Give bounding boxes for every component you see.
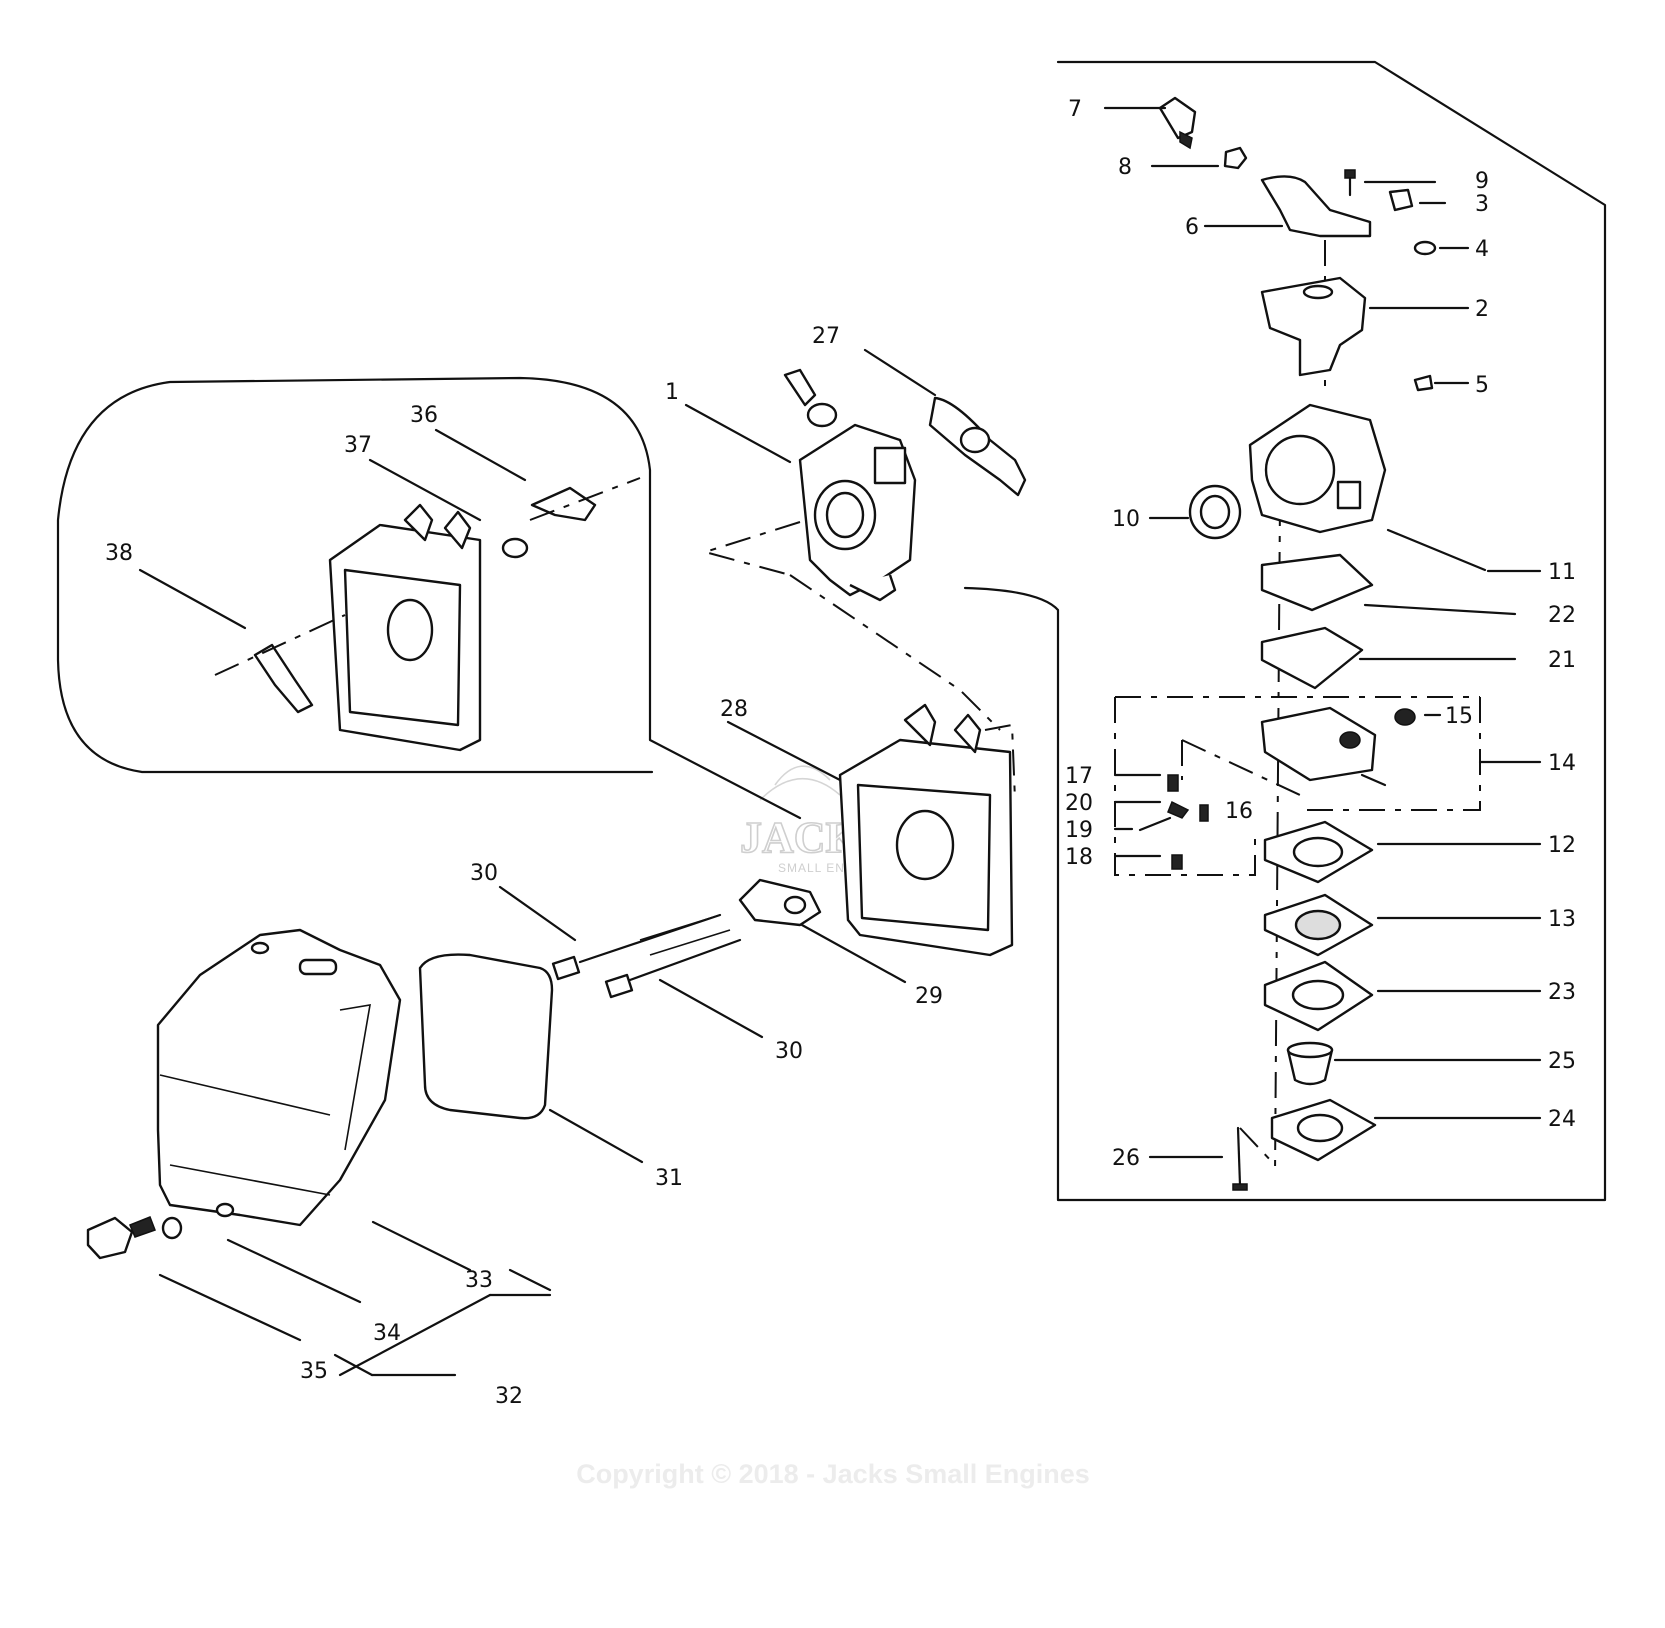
part-14-pump-body — [1260, 706, 1387, 787]
leader-lines — [138, 106, 1542, 1377]
callout-31: 31 — [655, 1166, 683, 1191]
part-31-filter — [418, 953, 554, 1120]
callout-1: 1 — [665, 380, 679, 405]
callout-14: 14 — [1548, 751, 1576, 776]
callout-5: 5 — [1475, 373, 1489, 398]
callout-28: 28 — [720, 697, 748, 722]
callout-15: 15 — [1445, 704, 1473, 729]
part-5-clip — [1413, 374, 1434, 392]
callout-33: 33 — [465, 1268, 493, 1293]
small-parts-16-20 — [1138, 739, 1301, 870]
part-30-bolts — [551, 913, 742, 999]
part-4-washer — [1413, 240, 1437, 256]
callout-labels: 1 2 3 4 5 6 7 8 9 10 11 12 13 14 15 16 1… — [105, 97, 1576, 1409]
part-36-clip — [530, 486, 597, 522]
callout-6: 6 — [1185, 215, 1199, 240]
callout-19: 19 — [1065, 818, 1093, 843]
part-21-diaphragm — [1260, 626, 1364, 690]
callout-34: 34 — [373, 1321, 401, 1346]
callout-13: 13 — [1548, 907, 1576, 932]
part-13-diaphragm — [1263, 893, 1374, 957]
callout-18: 18 — [1065, 845, 1093, 870]
air-cleaner-detail-bubble — [56, 376, 802, 820]
callout-25: 25 — [1548, 1049, 1576, 1074]
part-12-gasket — [1263, 820, 1374, 884]
part-38-latch — [253, 643, 314, 714]
part-37-washer — [501, 537, 529, 559]
callout-27: 27 — [812, 324, 840, 349]
callout-12: 12 — [1548, 833, 1576, 858]
callout-10: 10 — [1112, 507, 1140, 532]
part-28-air-cleaner-case — [838, 703, 1016, 957]
part-15-plug — [1394, 708, 1416, 726]
part-27-gasket — [928, 396, 1027, 497]
callout-22: 22 — [1548, 603, 1576, 628]
part-2-body-top — [1260, 276, 1367, 377]
part-10-gasket-ring — [1188, 484, 1242, 540]
callout-2: 2 — [1475, 297, 1489, 322]
part-1-carburetor — [783, 368, 917, 602]
part-23-cover — [1263, 960, 1374, 1032]
callout-17: 17 — [1065, 764, 1093, 789]
carburetor-detail-panel — [963, 60, 1607, 1202]
callout-4: 4 — [1475, 237, 1489, 262]
callout-32: 32 — [495, 1384, 523, 1409]
part-26-screw — [1232, 1126, 1248, 1191]
callout-23: 23 — [1548, 980, 1576, 1005]
callout-8: 8 — [1118, 155, 1132, 180]
part-9-screw — [1344, 169, 1356, 197]
callout-7: 7 — [1068, 97, 1082, 122]
callout-30b: 30 — [775, 1039, 803, 1064]
callout-35: 35 — [300, 1359, 328, 1384]
callout-3: 3 — [1475, 192, 1489, 217]
callout-38: 38 — [105, 541, 133, 566]
part-11-needle — [1386, 528, 1487, 572]
callout-20: 20 — [1065, 791, 1093, 816]
callout-26: 26 — [1112, 1146, 1140, 1171]
part-35-knob — [86, 1216, 156, 1260]
part-6-lever — [1260, 175, 1372, 238]
part-8-nut — [1223, 146, 1248, 170]
part-22-gasket — [1260, 553, 1374, 612]
copyright-watermark: Copyright © 2018 - Jacks Small Engines — [576, 1459, 1090, 1489]
part-24-retainer — [1270, 1098, 1377, 1162]
callout-16: 16 — [1225, 799, 1253, 824]
part-7-adjuster-knob — [1158, 96, 1197, 150]
part-29-fitting — [738, 878, 822, 927]
part-25-primer-bulb — [1286, 1041, 1334, 1086]
callout-30a: 30 — [470, 861, 498, 886]
part-33-cover — [156, 928, 402, 1227]
callout-9: 9 — [1475, 169, 1489, 194]
callout-21: 21 — [1548, 648, 1576, 673]
part-34-washer — [161, 1216, 183, 1240]
part-3-cap — [1388, 188, 1414, 212]
callout-29: 29 — [915, 984, 943, 1009]
callout-24: 24 — [1548, 1107, 1576, 1132]
callout-11: 11 — [1548, 560, 1576, 585]
callout-36: 36 — [410, 403, 438, 428]
carburetor-main-body — [1248, 403, 1387, 534]
callout-37: 37 — [344, 433, 372, 458]
